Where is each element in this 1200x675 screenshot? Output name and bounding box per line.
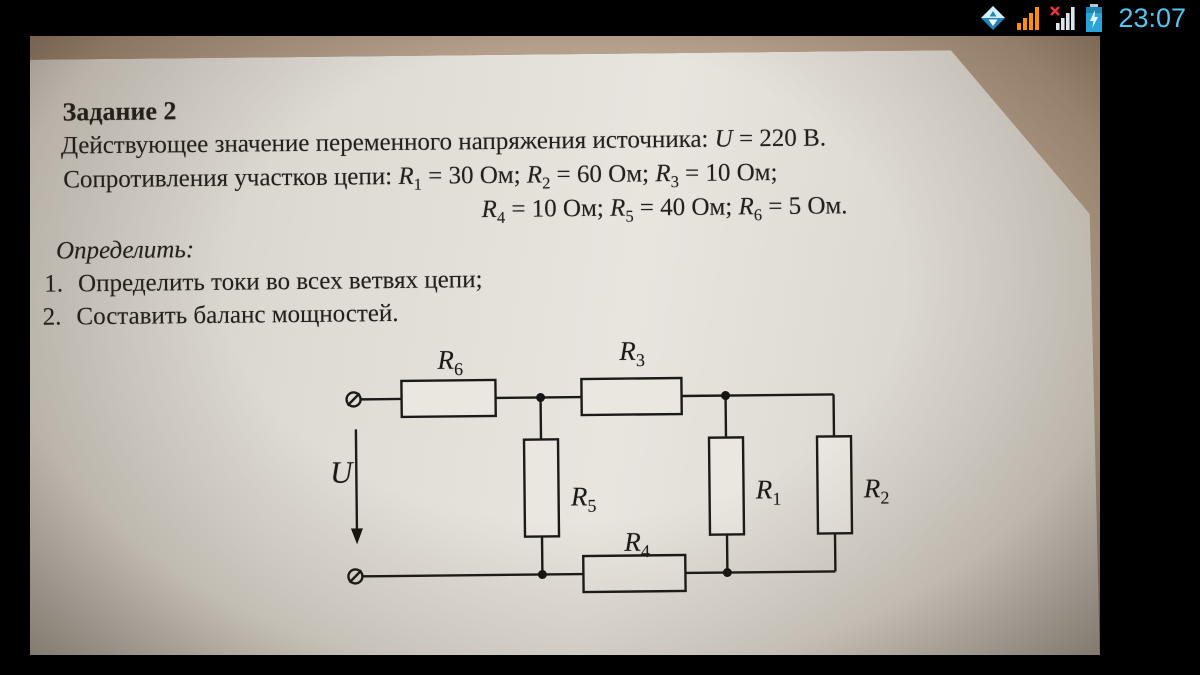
- text-segment: = 10 Ом;: [678, 158, 778, 188]
- network-mode-icon: [981, 6, 1006, 30]
- voltage-line: Действующее значение переменного напряже…: [61, 124, 826, 160]
- junction-dot: [536, 393, 545, 402]
- resistor-label-r2: R2: [863, 473, 890, 508]
- junction-dot: [538, 570, 547, 579]
- resistor-r5-box: [524, 439, 559, 536]
- status-time: 23:07: [1118, 2, 1186, 33]
- paper-sheet: Задание 2 Действующее значение переменно…: [30, 49, 1100, 655]
- resistor-r1-box: [709, 437, 744, 534]
- var-u: U: [714, 125, 733, 153]
- resistor-label-r4: R4: [624, 526, 651, 562]
- battery-charging-icon: [1086, 4, 1103, 32]
- subscript: 3: [670, 172, 679, 192]
- resistor-label-r5: R5: [570, 481, 597, 516]
- resistor-label-r6: R6: [437, 344, 464, 380]
- terminal-bottom: [348, 569, 362, 583]
- voltage-arrowhead: [351, 528, 363, 544]
- resistor-r2-box: [817, 436, 852, 533]
- junction-dot: [721, 391, 730, 400]
- var-r6: R: [738, 193, 754, 221]
- subscript: 5: [625, 206, 634, 226]
- text-segment: = 40 Ом;: [633, 193, 739, 222]
- text-segment: Действующее значение переменного напряже…: [60, 125, 715, 160]
- text-segment: = 60 Ом;: [550, 160, 656, 189]
- resistor-r3-box: [581, 378, 681, 415]
- text-segment: = 220 В.: [732, 124, 827, 153]
- junction-dot: [723, 568, 732, 577]
- voltage-arrow: [356, 429, 357, 531]
- signal-strength-icon: [1017, 7, 1040, 30]
- status-bar[interactable]: 23:07: [0, 0, 1200, 36]
- circuit-diagram: [303, 321, 886, 627]
- text-segment: = 10 Ом;: [504, 194, 611, 223]
- var-r3: R: [655, 160, 671, 188]
- item-number: 1.: [44, 270, 64, 298]
- subscript: 4: [496, 207, 506, 227]
- text-segment: Сопротивления участков цепи:: [63, 162, 399, 194]
- task-title: Задание 2: [62, 96, 177, 127]
- resistor-label-r3: R3: [619, 335, 646, 371]
- determine-heading: Определить:: [55, 236, 195, 265]
- photo-viewer[interactable]: Задание 2 Действующее значение переменно…: [30, 36, 1100, 655]
- item-number: 2.: [42, 303, 62, 331]
- signal-no-sim-icon: [1050, 6, 1076, 30]
- text-segment: = 5 Ом.: [761, 192, 848, 221]
- source-label: U: [329, 454, 353, 490]
- resistor-r6-box: [401, 380, 495, 417]
- resistor-label-r1: R1: [755, 474, 782, 509]
- item-text: Определить токи во всех ветвях цепи;: [77, 266, 483, 298]
- subscript: 1: [413, 174, 423, 194]
- var-r2: R: [526, 161, 543, 189]
- list-item: 1. Определить токи во всех ветвях цепи;: [44, 266, 482, 299]
- var-r1: R: [398, 162, 414, 190]
- terminal-top: [347, 392, 361, 406]
- var-r4: R: [481, 195, 498, 224]
- text-segment: = 30 Ом;: [421, 161, 527, 190]
- var-r5: R: [609, 194, 626, 222]
- resistance-line-2: R4 = 10 Ом; R5 = 40 Ом; R6 = 5 Ом.: [481, 192, 847, 228]
- resistance-line-1: Сопротивления участков цепи: R1 = 30 Ом;…: [63, 159, 778, 198]
